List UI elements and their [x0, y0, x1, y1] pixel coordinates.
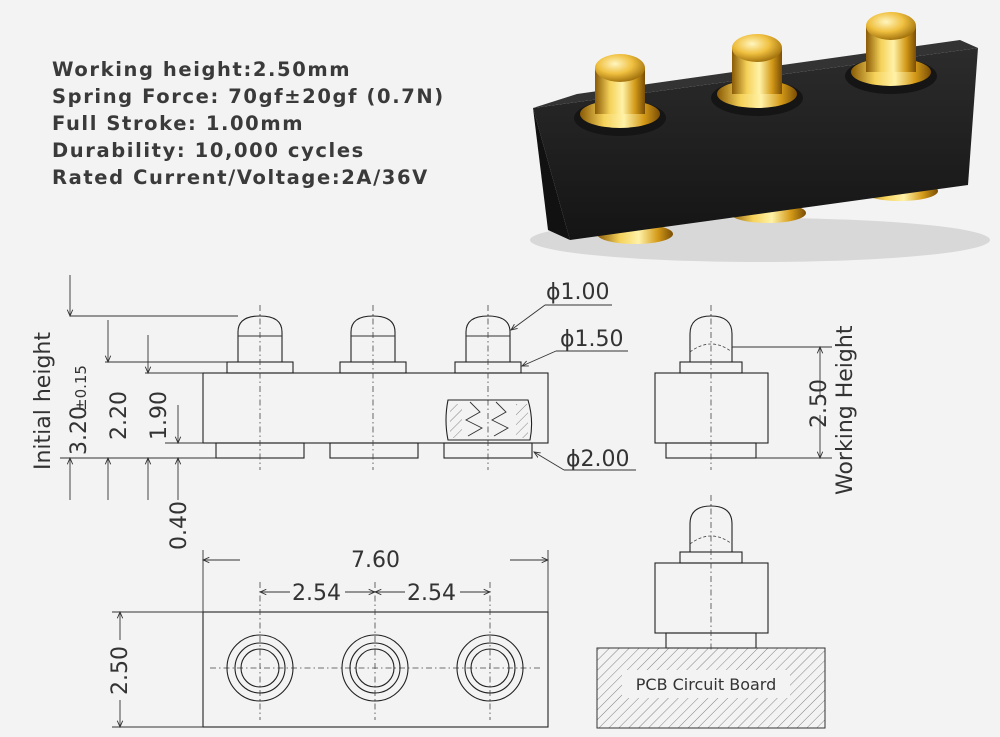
- height-dimensions: Initial height 3.20 ±0.15 2.20 1.90 0.40: [31, 275, 238, 550]
- spec-rated-current: Rated Current/Voltage:2A/36V: [52, 166, 429, 189]
- spec-durability: Durability: 10,000 cycles: [52, 139, 365, 162]
- spec-full-stroke: Full Stroke: 1.00mm: [52, 112, 305, 135]
- dim-1-90: 1.90: [147, 391, 172, 440]
- dim-0-40: 0.40: [167, 501, 192, 550]
- pcb-mount-view: PCB Circuit Board: [596, 495, 826, 729]
- front-view: [202, 305, 549, 470]
- working-height-label: Working Height: [833, 325, 858, 495]
- top-pin-1: [226, 634, 294, 702]
- diameter-2-00: ϕ2.00: [566, 447, 630, 472]
- spec-spring-force: Spring Force: 70gf±20gf (0.7N): [52, 85, 445, 108]
- connector-3d-render: [530, 12, 990, 262]
- initial-height-tolerance: ±0.15: [72, 365, 90, 411]
- pcb-board-label: PCB Circuit Board: [636, 675, 777, 694]
- diameter-1-50: ϕ1.50: [560, 327, 624, 352]
- top-pin-2: [341, 634, 409, 702]
- initial-height-label: Initial height: [31, 332, 56, 470]
- initial-height-value: 3.20: [67, 406, 92, 455]
- top-pin-3: [456, 634, 524, 702]
- diameter-callouts: ϕ1.00 ϕ1.50 ϕ2.00: [511, 280, 636, 472]
- pin-3d-2: [711, 34, 803, 116]
- spec-working-height: Working height:2.50mm: [52, 58, 352, 81]
- pin-3d-1: [574, 54, 666, 136]
- working-height-value: 2.50: [807, 379, 832, 428]
- side-view: 2.50 Working Height: [654, 305, 858, 495]
- pitch-2-54-left: 2.54: [292, 581, 341, 606]
- length-7-60: 7.60: [351, 548, 400, 573]
- dim-2-20: 2.20: [107, 391, 132, 440]
- pin-3d-3: [845, 12, 937, 94]
- diameter-1-00: ϕ1.00: [546, 280, 610, 305]
- width-2-50: 2.50: [108, 646, 133, 695]
- pitch-2-54-right: 2.54: [407, 581, 456, 606]
- top-view: 7.60 2.54 2.54 2.50: [108, 548, 548, 727]
- spec-list: Working height:2.50mm Spring Force: 70gf…: [52, 56, 445, 191]
